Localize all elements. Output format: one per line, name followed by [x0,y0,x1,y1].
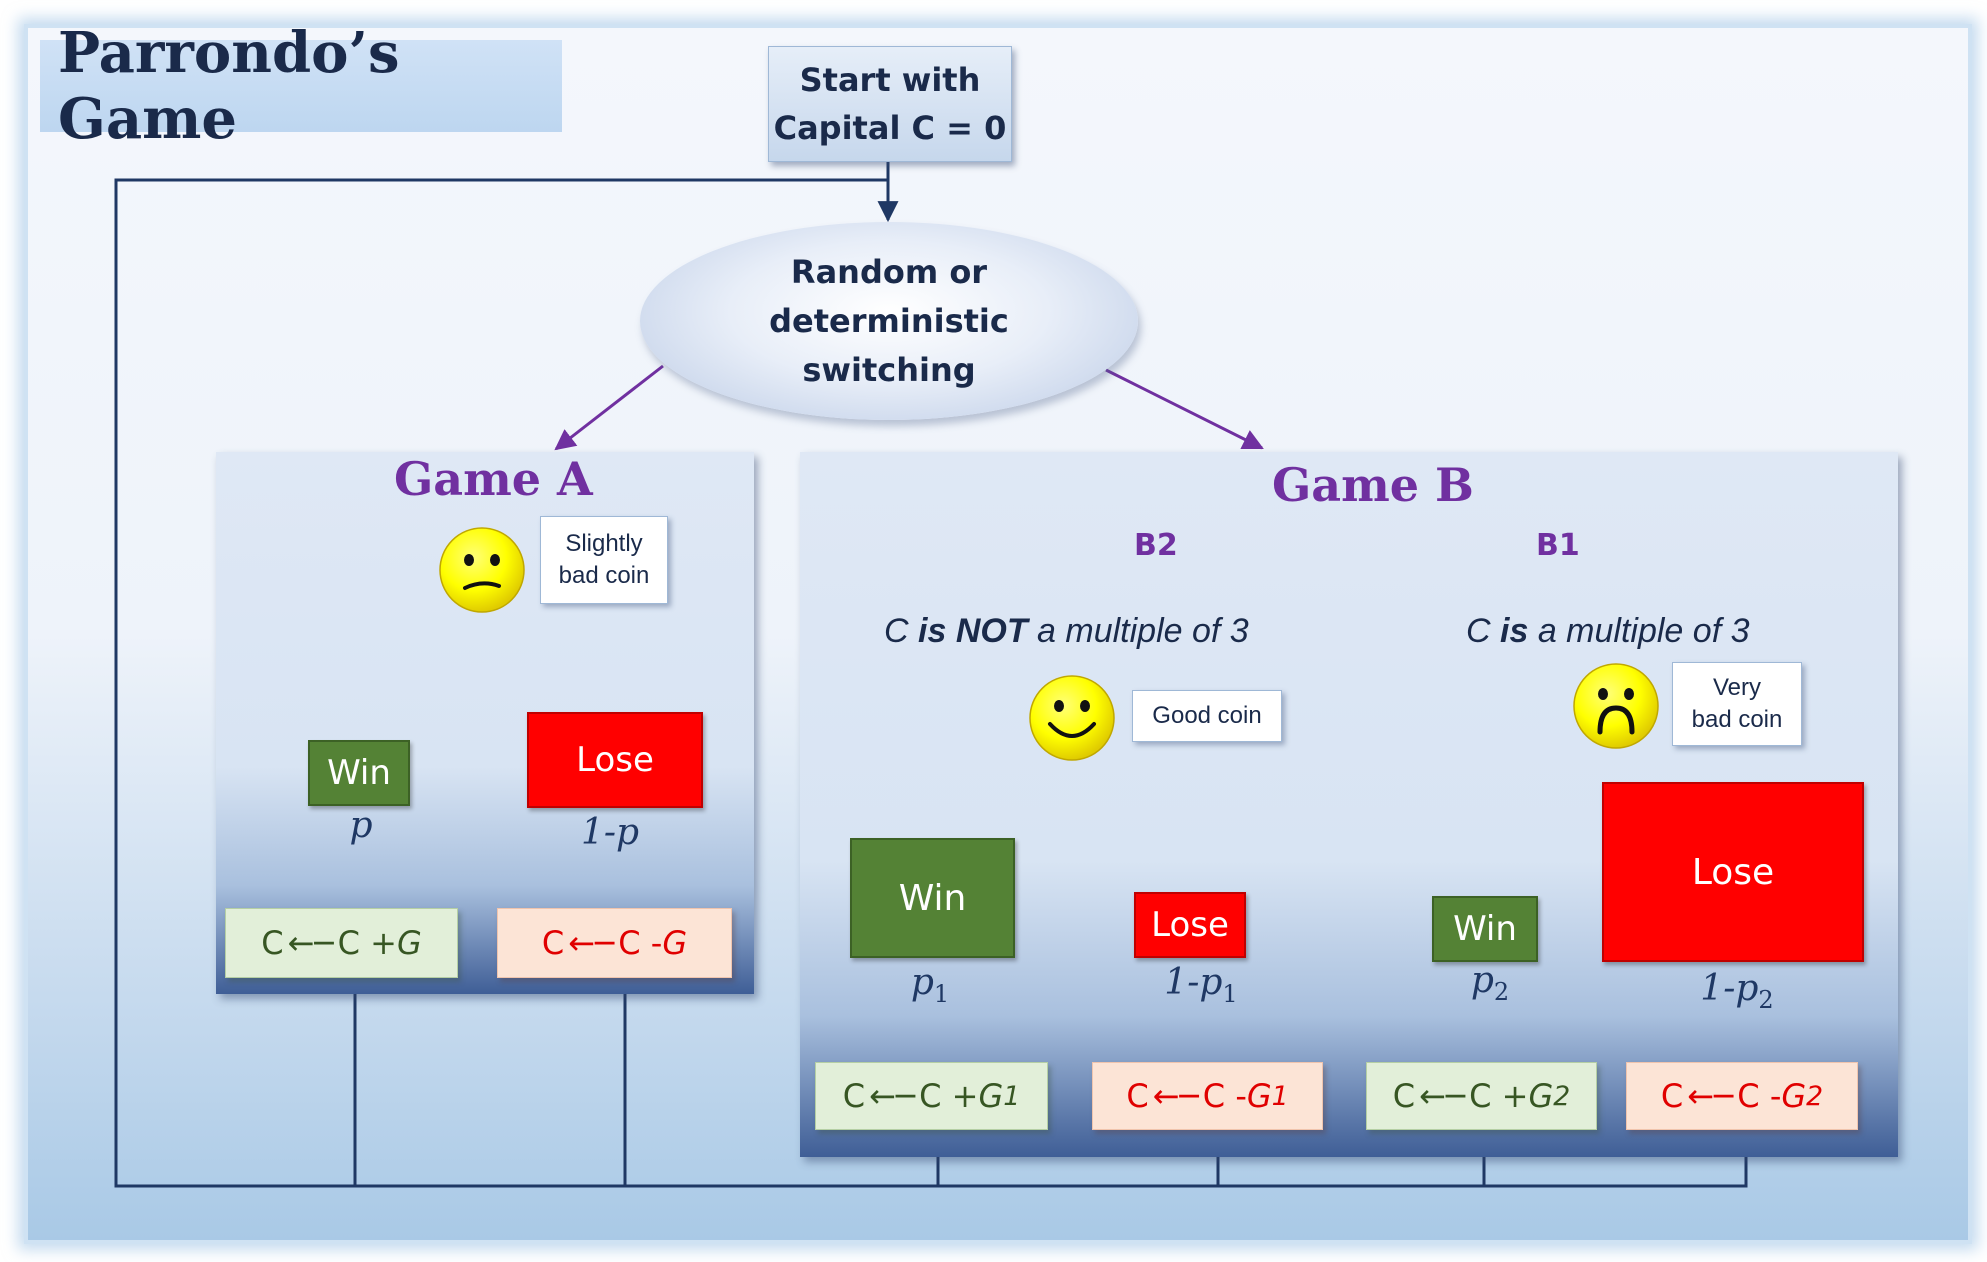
smiley-face-icon [1029,675,1115,761]
game-a-coin-line-1: Slightly [565,530,643,557]
b2-coin-text: Good coin [1152,702,1262,729]
assign-arrow-icon: ←─ [869,1077,916,1115]
neutral-face-icon [439,527,525,613]
b2-coin-label: Good coin [1132,690,1282,742]
b1-lose-label: Lose [1691,851,1775,893]
b2-win-label: Win [898,877,967,919]
game-a-win-prob-text: p [349,805,373,846]
prob-sub: 1 [933,980,950,1009]
b1-condition-rest: a multiple of 3 [1528,612,1750,650]
game-a-lose-box: Lose [527,712,703,808]
result-expr: C - [1202,1077,1247,1115]
b2-lose-label: Lose [1151,905,1229,945]
result-gain: G [662,924,688,962]
b1-lose-box: Lose [1602,782,1864,962]
b1-win-prob: p2 [1440,960,1540,1006]
result-expr: C - [618,924,663,962]
start-node: Start with Capital C = 0 [768,46,1012,162]
b2-condition-is: is NOT [918,612,1028,650]
result-lhs: C [1126,1077,1149,1115]
b2-condition-var: C [884,612,909,650]
b1-coin-line-1: Very [1712,674,1762,701]
frown-face-icon [1573,663,1659,749]
game-b-title: Game B [1272,458,1474,512]
b1-win-label: Win [1453,909,1517,949]
assign-arrow-icon: ←─ [568,924,615,962]
switching-line-3: switching [802,350,976,389]
b1-condition-is: is [1500,612,1529,650]
result-expr: C + [919,1077,979,1115]
b2-lose-box: Lose [1134,892,1246,958]
switch-to-game-a-arrow [554,364,664,451]
b2-win-box: Win [850,838,1015,958]
result-expr: C + [337,924,397,962]
prob-main: 1-p [1164,962,1223,1003]
result-gain: G [978,1077,1004,1115]
b1-win-box: Win [1432,896,1538,962]
game-a-lose-prob-text: 1-p [580,812,640,853]
prob-sub: 2 [1493,978,1510,1007]
diagram-title-box: Parrondo’s Game [40,20,562,152]
result-gain-sub: 2 [1806,1080,1824,1112]
result-lhs: C [842,1077,866,1115]
prob-main: p [910,962,934,1003]
result-lhs: C [541,924,565,962]
prob-sub: 2 [1758,986,1774,1015]
prob-main: 1-p [1700,968,1759,1009]
b2-lose-prob: 1-p1 [1136,962,1266,1008]
assign-arrow-icon: ←─ [1152,1077,1199,1115]
result-expr: C + [1469,1077,1529,1115]
game-a-title: Game A [394,452,593,506]
result-gain-sub: 1 [1003,1080,1021,1112]
assign-arrow-icon: ←─ [1419,1077,1466,1115]
switch-to-game-b-arrow [1105,368,1264,450]
result-lhs: C [1392,1077,1416,1115]
game-a-win-box: Win [308,740,410,806]
b1-condition-var: C [1466,612,1491,650]
switching-node: Random or deterministic switching [640,222,1138,420]
switching-line-2: deterministic [769,301,1009,340]
start-line-1: Start with [799,61,981,99]
result-gain-sub: 1 [1271,1080,1289,1112]
result-expr: C - [1737,1077,1782,1115]
b1-lose-prob: 1-p2 [1672,968,1802,1014]
game-a-lose-prob: 1-p [560,812,660,853]
game-a-lose-label: Lose [576,740,654,780]
b1-condition: C is a multiple of 3 [1466,612,1750,651]
result-gain: G [396,924,422,962]
assign-arrow-icon: ←─ [1687,1077,1734,1115]
prob-sub: 1 [1222,980,1238,1009]
result-lhs: C [1660,1077,1684,1115]
game-a-coin-line-2: bad coin [558,562,650,589]
result-gain: G [1246,1077,1272,1115]
game-a-lose-result: C←─C - G [497,908,732,978]
b2-condition-rest: a multiple of 3 [1027,612,1249,650]
start-line-2: Capital C = 0 [773,109,1007,147]
prob-main: p [1470,960,1494,1001]
game-a-win-result: C←─C + G [225,908,458,978]
game-a-coin-label: Slightly bad coin [540,516,668,604]
result-gain: G [1781,1077,1807,1115]
b2-condition: C is NOT a multiple of 3 [884,612,1249,651]
b2-label: B2 [1134,528,1178,563]
switching-line-1: Random or [790,252,988,291]
b1-coin-label: Very bad coin [1672,662,1802,746]
game-a-win-prob: p [311,805,411,846]
assign-arrow-icon: ←─ [287,924,334,962]
result-gain: G [1528,1077,1554,1115]
result-lhs: C [261,924,284,962]
diagram-title: Parrondo’s Game [58,20,400,152]
b2-win-prob: p1 [880,962,980,1008]
feedback-loop [114,178,1748,1188]
game-a-win-label: Win [327,753,391,793]
result-gain-sub: 2 [1553,1080,1571,1112]
b1-label: B1 [1536,528,1580,563]
b1-coin-line-2: bad coin [1691,706,1783,733]
